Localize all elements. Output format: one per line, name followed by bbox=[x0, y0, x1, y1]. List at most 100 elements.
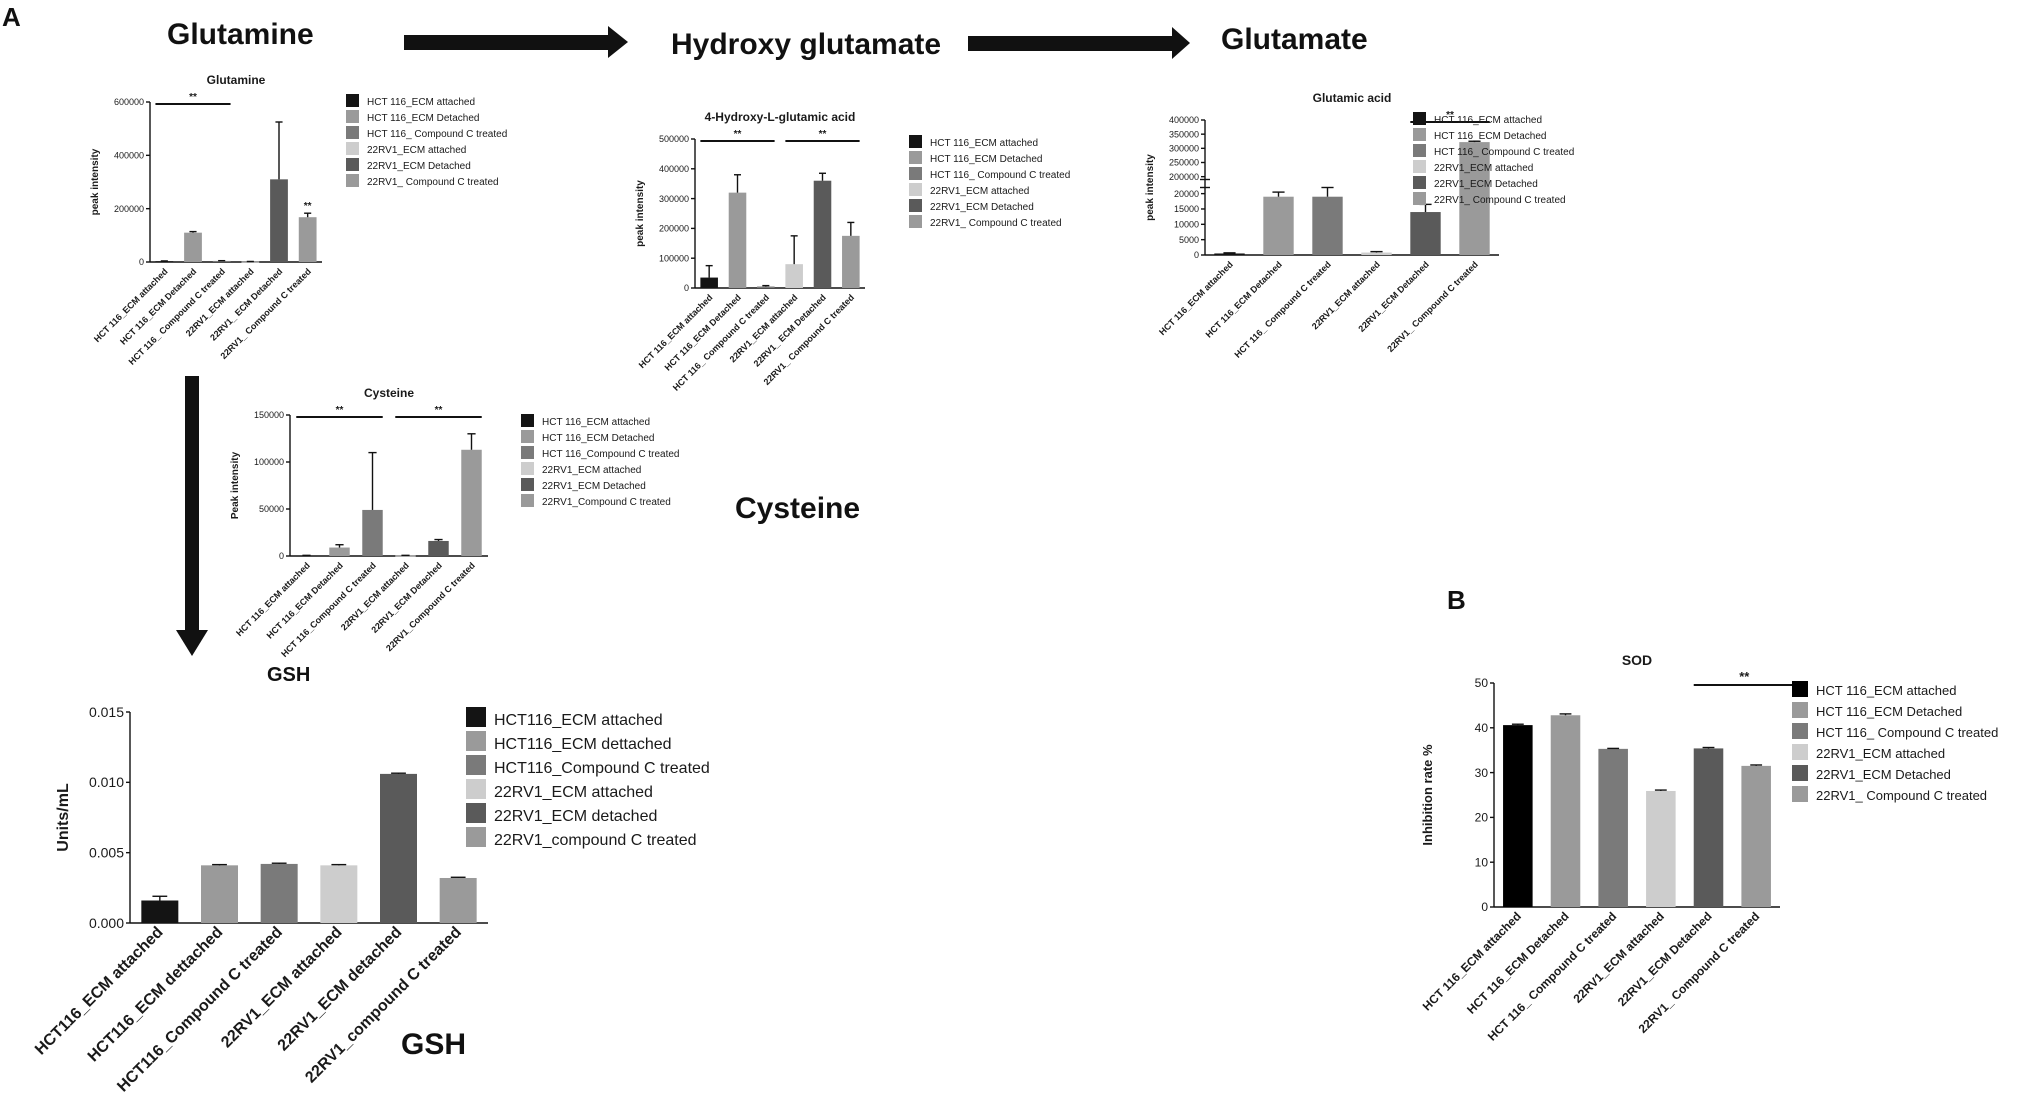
glutamic-ytick-label: 5000 bbox=[1179, 235, 1199, 245]
hydroxy-legend-swatch bbox=[909, 135, 922, 148]
gsh-legend-label: 22RV1_ECM attached bbox=[494, 784, 653, 801]
sod-legend-swatch bbox=[1792, 681, 1808, 697]
glutamic-legend-label: HCT 116_ECM attached bbox=[1434, 115, 1542, 126]
cysteine-legend-label: HCT 116_Compound C treated bbox=[542, 449, 680, 460]
glutamic-xtick-label: HCT 116_ Compound C treated bbox=[1232, 259, 1332, 359]
glutamine-ytick-label: 400000 bbox=[114, 150, 144, 160]
cysteine-legend-swatch bbox=[521, 494, 534, 507]
sod-xtick-label: 22RV1_ECM Detached bbox=[1615, 909, 1715, 1009]
sod-legend-label: 22RV1_ Compound C treated bbox=[1816, 788, 1987, 803]
glutamic-legend-label: 22RV1_ Compound C treated bbox=[1434, 195, 1566, 206]
cysteine-legend-label: 22RV1_ECM Detached bbox=[542, 481, 646, 492]
cysteine-significance-label: ** bbox=[435, 405, 443, 416]
glutamic-legend-swatch bbox=[1413, 176, 1426, 189]
cysteine-legend-label: HCT 116_ECM Detached bbox=[542, 433, 654, 444]
glutamic-ytick-label: 0 bbox=[1194, 250, 1199, 260]
glutamic-legend-label: 22RV1_ECM attached bbox=[1434, 163, 1533, 174]
pathway-label-gsh: GSH bbox=[401, 1028, 467, 1061]
glutamine-bar bbox=[270, 179, 288, 262]
glutamine-ytick-label: 200000 bbox=[114, 204, 144, 214]
glutamic-ytick-label: 300000 bbox=[1169, 143, 1199, 153]
glutamine-legend-swatch bbox=[346, 94, 359, 107]
panel-label-b: B bbox=[1447, 585, 1466, 615]
sod-ytick-label: 20 bbox=[1475, 811, 1489, 825]
glutamine-title: Glutamine bbox=[207, 73, 266, 87]
hydroxy-legend-label: 22RV1_ Compound C treated bbox=[930, 218, 1062, 229]
sod-legend-swatch bbox=[1792, 702, 1808, 718]
hydroxy-bar bbox=[813, 180, 832, 288]
gsh-legend-swatch bbox=[466, 731, 486, 751]
glutamic-bar bbox=[1312, 196, 1343, 255]
cysteine-legend-swatch bbox=[521, 430, 534, 443]
hydroxy-ytick-label: 0 bbox=[684, 283, 689, 293]
hydroxy-bar bbox=[785, 264, 803, 288]
glutamine-legend-swatch bbox=[346, 110, 359, 123]
hydroxy-legend-swatch bbox=[909, 183, 922, 196]
pathway-label-glutamate: Glutamate bbox=[1221, 23, 1368, 56]
cysteine-legend-label: HCT 116_ECM attached bbox=[542, 417, 650, 428]
sod-ytick-label: 50 bbox=[1475, 676, 1489, 690]
cysteine-legend-swatch bbox=[521, 414, 534, 427]
glutamic-legend-swatch bbox=[1413, 128, 1426, 141]
hydroxy-bar bbox=[757, 286, 775, 288]
glutamine-bar bbox=[155, 261, 174, 263]
gsh-legend-label: 22RV1_ECM detached bbox=[494, 808, 657, 825]
hydroxy-ytick-label: 500000 bbox=[659, 134, 689, 144]
glutamine-bar bbox=[212, 260, 231, 262]
hydroxy-legend-label: HCT 116_ECM attached bbox=[930, 138, 1038, 149]
sod-legend-label: HCT 116_ECM attached bbox=[1816, 683, 1956, 698]
sod-significance-label: ** bbox=[1739, 669, 1750, 684]
sod-ylabel: Inhibition rate % bbox=[1420, 744, 1435, 846]
pathway-label-glutamine: Glutamine bbox=[167, 18, 314, 51]
hydroxy-title: 4-Hydroxy-L-glutamic acid bbox=[705, 110, 856, 124]
glutamic-ytick-label: 200000 bbox=[1169, 172, 1199, 182]
glutamine-significance-mark: ** bbox=[304, 201, 312, 212]
glutamine-legend-swatch bbox=[346, 142, 359, 155]
glutamine-legend-label: HCT 116_ECM attached bbox=[367, 97, 475, 108]
glutamine-ytick-label: 0 bbox=[139, 257, 144, 267]
sod-ytick-label: 30 bbox=[1475, 766, 1489, 780]
cysteine-ytick-label: 100000 bbox=[254, 457, 284, 467]
glutamine-legend-swatch bbox=[346, 158, 359, 171]
glutamic-ytick-label: 250000 bbox=[1169, 158, 1199, 168]
cysteine-ytick-label: 0 bbox=[279, 551, 284, 561]
panel-label-a: A bbox=[2, 2, 21, 32]
glutamic-ytick-label: 400000 bbox=[1169, 115, 1199, 125]
cysteine-bar bbox=[329, 547, 350, 556]
glutamine-ylabel: peak intensity bbox=[90, 148, 101, 215]
sod-legend-label: HCT 116_ Compound C treated bbox=[1816, 725, 1998, 740]
gsh-bar bbox=[260, 863, 298, 923]
sod-bar bbox=[1741, 765, 1771, 907]
hydroxy-ylabel: peak intensity bbox=[635, 180, 646, 247]
sod-bar bbox=[1693, 748, 1724, 907]
sod-xtick-label: 22RV1_ECM attached bbox=[1570, 909, 1667, 1006]
glutamic-significance-label: ** bbox=[1446, 110, 1454, 121]
glutamic-legend-swatch bbox=[1413, 192, 1426, 205]
glutamine-legend-swatch bbox=[346, 174, 359, 187]
cysteine-legend-label: 22RV1_ECM attached bbox=[542, 465, 641, 476]
hydroxy-significance-label: ** bbox=[819, 129, 827, 140]
gsh-legend-swatch bbox=[466, 779, 486, 799]
hydroxy-ytick-label: 400000 bbox=[659, 164, 689, 174]
gsh-legend-label: HCT116_ECM attached bbox=[494, 712, 663, 729]
sod-legend-swatch bbox=[1792, 786, 1808, 802]
glutamic-legend-label: HCT 116_ Compound C treated bbox=[1434, 147, 1574, 158]
glutamic-ytick-label: 15000 bbox=[1174, 204, 1199, 214]
cysteine-ylabel: Peak intensity bbox=[230, 451, 241, 519]
sod-bar bbox=[1550, 715, 1581, 907]
cysteine-legend-swatch bbox=[521, 446, 534, 459]
cysteine-bar bbox=[362, 509, 383, 556]
cysteine-title: Cysteine bbox=[364, 386, 414, 400]
sod-bar bbox=[1598, 748, 1628, 907]
cysteine-bar bbox=[428, 540, 449, 556]
gsh-legend-swatch bbox=[466, 827, 486, 847]
hydroxy-legend-label: HCT 116_ECM Detached bbox=[930, 154, 1042, 165]
cysteine-legend-label: 22RV1_Compound C treated bbox=[542, 497, 671, 508]
gsh-ytick-label: 0.005 bbox=[89, 845, 124, 861]
glutamine-significance-label: ** bbox=[189, 92, 197, 103]
gsh-ytick-label: 0.015 bbox=[89, 704, 124, 720]
glutamic-bar bbox=[1361, 252, 1392, 255]
